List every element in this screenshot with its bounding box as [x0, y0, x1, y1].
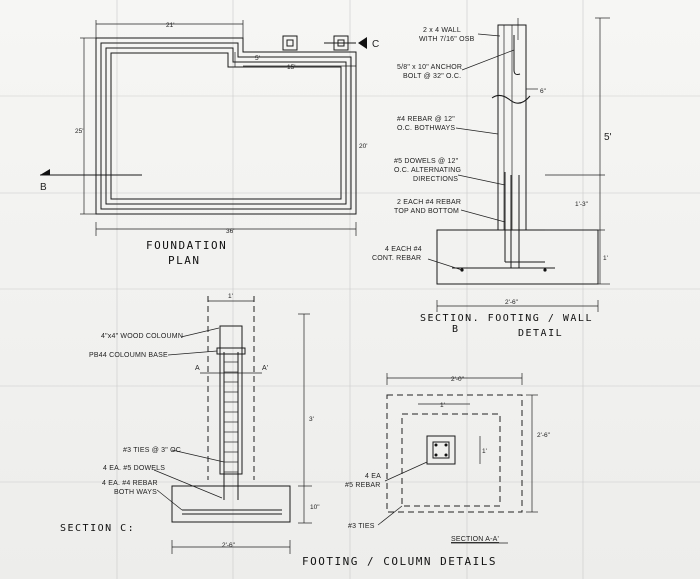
- section-b-marker: B: [40, 182, 47, 193]
- aa-rebar-label-2: #5 REBAR: [345, 482, 380, 489]
- plan-dim-36: 36': [226, 228, 234, 235]
- dim-c-3ft: 3': [309, 416, 314, 423]
- section-c-marker: C: [372, 39, 379, 50]
- section-b-arrow-icon: [40, 169, 50, 175]
- dim-2-6: 2'-6": [505, 299, 519, 306]
- dowels-label: #5 DOWELS @ 12": [394, 158, 459, 165]
- dim-5ft: 5': [604, 132, 612, 143]
- foundation-plan: C B 21' 5' 15' 25' 20' 36' FOUNDATION PL…: [40, 20, 379, 267]
- plan-dim-5: 5': [255, 55, 260, 62]
- dowels-label-2: O.C. ALTERNATING: [394, 167, 461, 174]
- dim-c-2-6: 2'-6": [222, 542, 236, 549]
- dim-aa-2-0: 2'-0": [451, 376, 465, 383]
- top-bottom-rebar-label: 2 EACH #4 REBAR: [397, 199, 461, 206]
- section-b-detail: 2 x 4 WALL WITH 7/16" OSB 5/8" x 10" ANC…: [372, 17, 612, 339]
- aa-rebar-label: 4 EA: [365, 473, 381, 480]
- dim-aa-1ft: 1': [440, 402, 445, 409]
- wall-label-2: WITH 7/16" OSB: [419, 36, 475, 43]
- plan-dim-20: 20': [359, 143, 367, 150]
- dim-1-3: 1'-3": [575, 201, 589, 208]
- wall-label: 2 x 4 WALL: [423, 27, 461, 34]
- dim-6in: 6": [540, 88, 547, 95]
- rebar-label: #4 REBAR @ 12": [397, 116, 455, 123]
- section-c-title: SECTION C:: [60, 523, 135, 534]
- dowels-label-3: DIRECTIONS: [413, 176, 458, 183]
- aa-ties-label: #3 TIES: [348, 523, 375, 530]
- section-b-title: SECTION. FOOTING / WALL: [420, 313, 593, 324]
- rebar-label-2: O.C. BOTHWAYS: [397, 125, 455, 132]
- section-c-detail: A A' 4"x4" WOOD COLOUMN PB44 COLOUMN BAS…: [60, 293, 320, 554]
- rebar-label-c-2: BOTH WAYS: [114, 489, 157, 496]
- tie-ladder: [223, 352, 239, 500]
- anchor-bolt-label-2: BOLT @ 32" O.C.: [403, 73, 461, 80]
- dim-aa-2-6: 2'-6": [537, 432, 551, 439]
- plan-dim-25: 25': [75, 128, 83, 135]
- dim-c-1ft: 1': [228, 293, 233, 300]
- column-base-label: PB44 COLOUMN BASE: [89, 352, 168, 359]
- top-bottom-rebar-label-2: TOP AND BOTTOM: [394, 208, 459, 215]
- dowels-label-c: 4 EA. #5 DOWELS: [103, 465, 165, 472]
- rebar-label-c: 4 EA. #4 REBAR: [102, 480, 158, 487]
- plan-title: FOUNDATION: [146, 239, 227, 252]
- section-a-marker: A: [195, 365, 200, 372]
- section-aa-detail: 2'-0" 1' 1' 2'-6" 4 EA #5 REBAR #3 TIES …: [345, 373, 551, 544]
- dim-aa-1ft-b: 1': [482, 448, 487, 455]
- dim-1ft: 1': [603, 255, 608, 262]
- anchor-bolt-label: 5/8" x 10" ANCHOR: [397, 64, 462, 71]
- plan-dim-21: 21': [166, 22, 174, 29]
- cont-rebar-label-2: CONT. REBAR: [372, 255, 421, 262]
- section-b-title-marker: B: [452, 324, 460, 335]
- footing-column-title: FOOTING / COLUMN DETAILS: [302, 555, 497, 568]
- column-pad-1: [282, 35, 298, 51]
- section-b-title-2: DETAIL: [518, 328, 563, 339]
- plan-title-2: PLAN: [168, 254, 201, 267]
- dim-c-10in: 10": [310, 504, 320, 511]
- ties-label: #3 TIES @ 3" OC: [123, 447, 181, 454]
- section-c-arrow-icon: [358, 37, 367, 49]
- wood-column-label: 4"x4" WOOD COLOUMN: [101, 333, 183, 340]
- cont-rebar-label: 4 EACH #4: [385, 246, 422, 253]
- section-aa-title: SECTION A-A': [451, 536, 499, 543]
- section-a-prime-marker: A': [262, 365, 268, 372]
- plan-dim-15: 15': [287, 64, 295, 71]
